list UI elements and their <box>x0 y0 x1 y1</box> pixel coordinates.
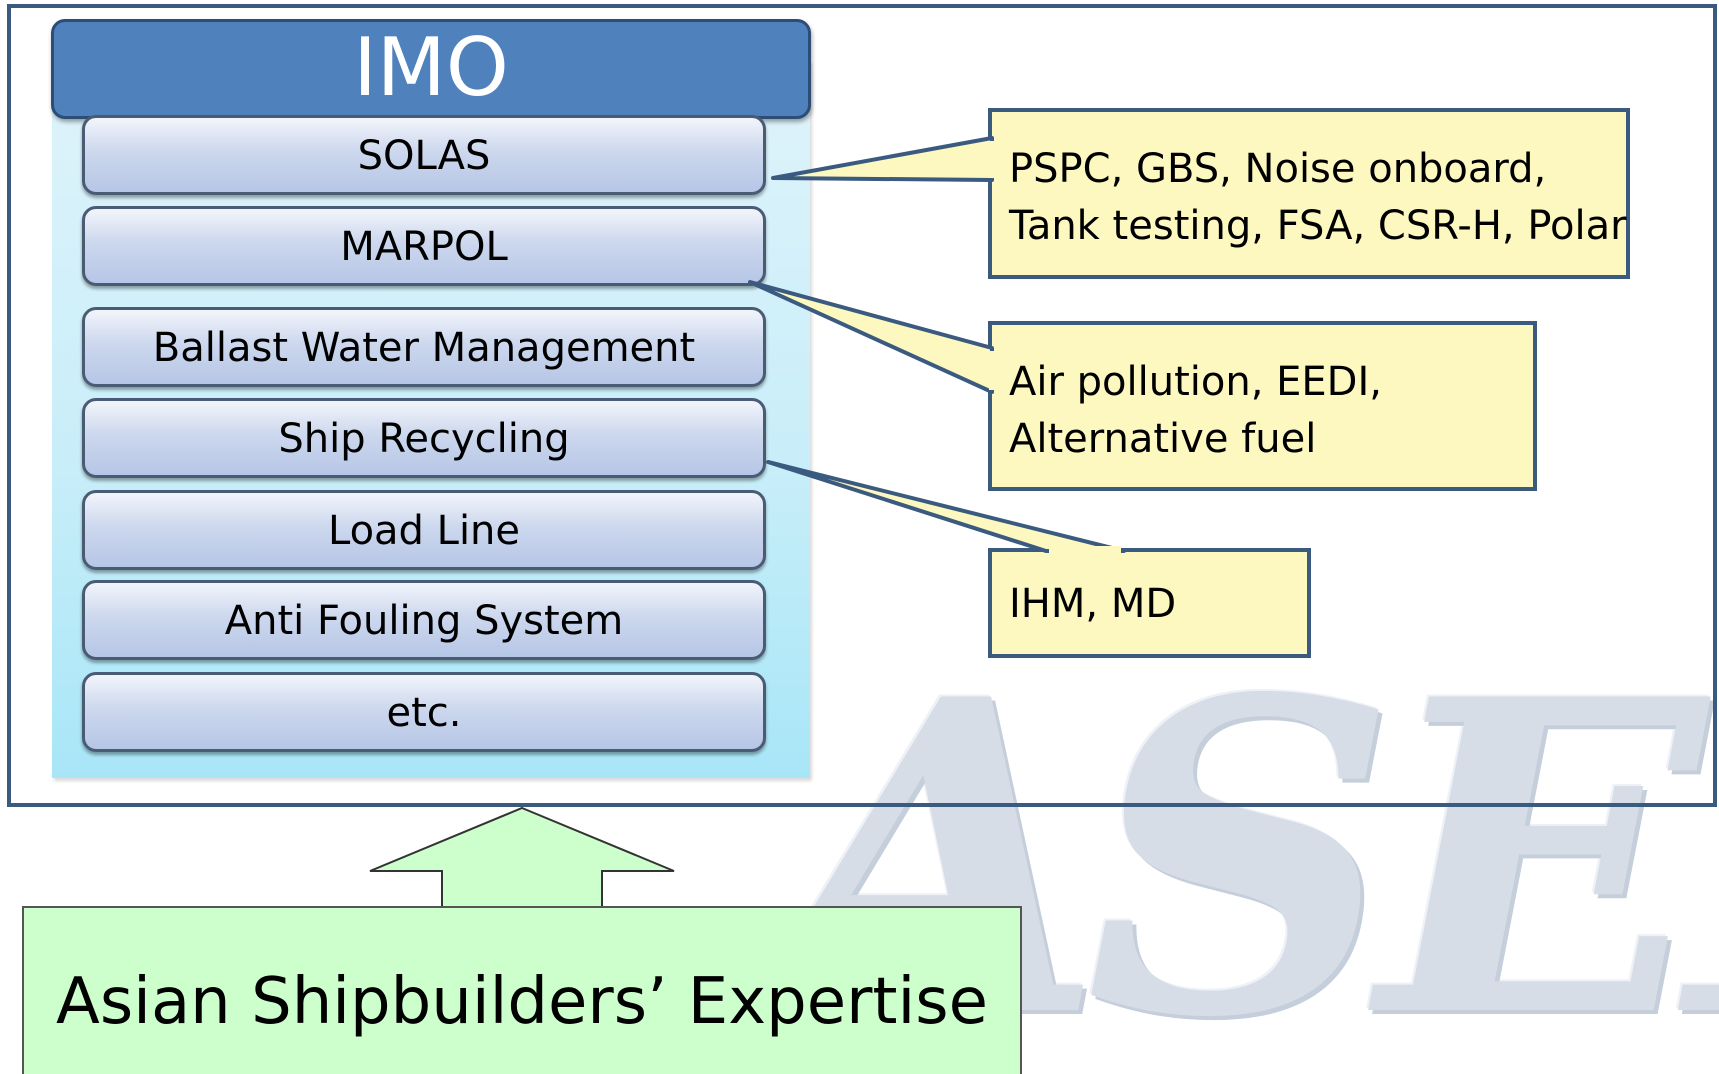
callout-ship-recycling: IHM, MD <box>988 548 1311 658</box>
callout-marpol: Air pollution, EEDI, Alternative fuel <box>988 321 1537 491</box>
callout-marpol-seam <box>989 351 995 390</box>
imo-item-etc: etc. <box>82 672 766 752</box>
callout-marpol-tail <box>748 280 994 394</box>
expertise-box: Asian Shipbuilders’ Expertise <box>22 906 1022 1074</box>
callout-marpol-line-2: Alternative fuel <box>1009 416 1317 462</box>
callout-marpol-line-1: Air pollution, EEDI, <box>1009 359 1382 405</box>
imo-item-anti-fouling-system: Anti Fouling System <box>82 580 766 660</box>
callout-ship-recycling-line-1: IHM, MD <box>1009 581 1177 627</box>
imo-item-solas: SOLAS <box>82 115 766 195</box>
imo-item-ship-recycling: Ship Recycling <box>82 398 766 478</box>
imo-item-ballast-water-management: Ballast Water Management <box>82 307 766 387</box>
callout-solas-line-1: PSPC, GBS, Noise onboard, <box>1009 146 1547 192</box>
callout-solas-line-2: Tank testing, FSA, CSR-H, Polar <box>1009 203 1627 249</box>
callout-solas-tail <box>771 136 994 182</box>
imo-item-load-line: Load Line <box>82 490 766 570</box>
imo-item-marpol: MARPOL <box>82 206 766 286</box>
callout-solas: PSPC, GBS, Noise onboard, Tank testing, … <box>988 108 1630 279</box>
callout-solas-seam <box>989 141 995 178</box>
up-arrow <box>369 806 675 909</box>
imo-frame <box>7 4 1717 807</box>
callout-ship-recycling-seam <box>1049 546 1121 554</box>
callout-ship-recycling-tail <box>766 460 1126 553</box>
